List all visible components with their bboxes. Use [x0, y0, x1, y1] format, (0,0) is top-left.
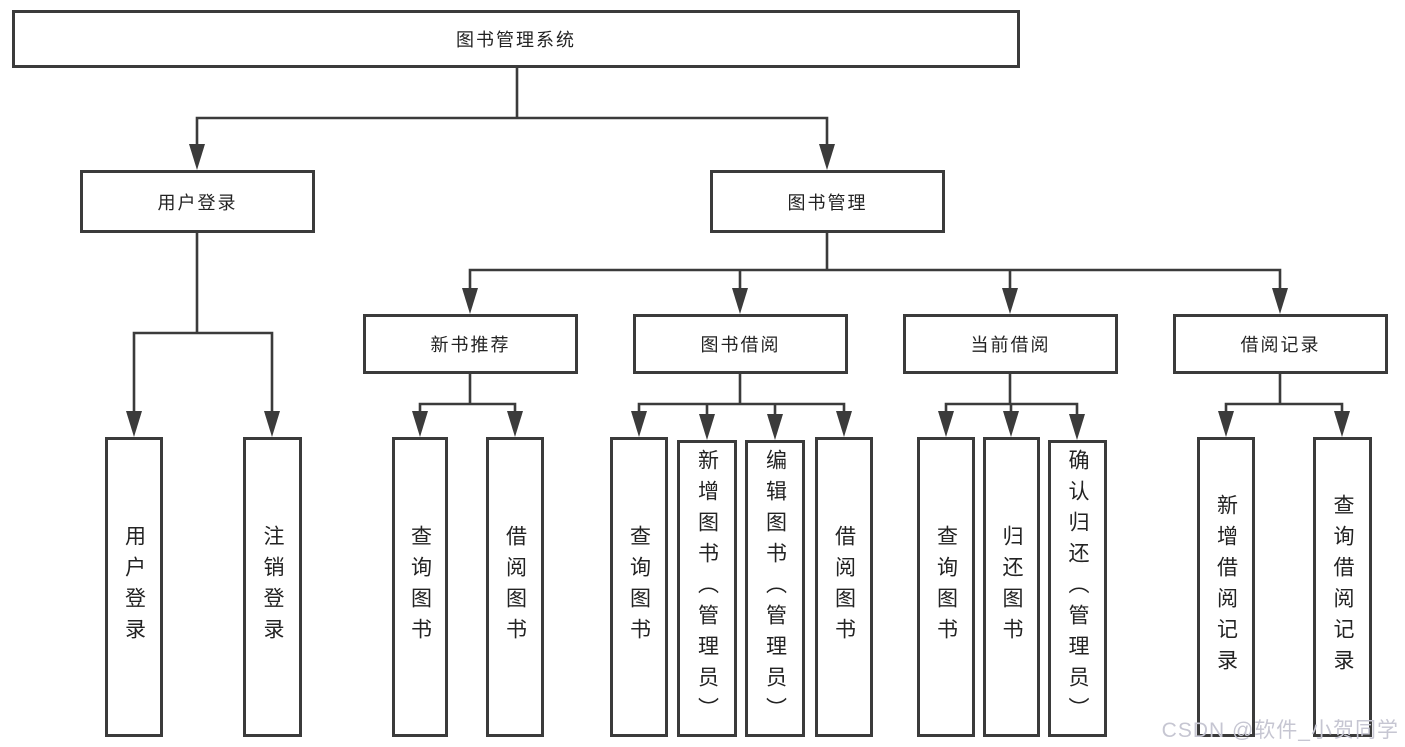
arrowhead — [126, 411, 142, 437]
arrowhead — [1002, 288, 1018, 314]
leaf-query-books-recommendation: 查询图书 — [392, 437, 448, 737]
node-label: 借阅记录 — [1240, 335, 1321, 355]
leaf-add-book-admin: 新增图书（管理员） — [677, 440, 737, 737]
connector-borrowing-records-children — [1224, 374, 1344, 424]
node-label: 确认归还（管理员） — [1066, 449, 1089, 728]
leaf-borrow-books-recommendation: 借阅图书 — [486, 437, 544, 737]
arrowhead — [836, 411, 852, 437]
node-label: 借阅图书 — [832, 525, 856, 649]
arrowhead — [699, 414, 715, 440]
node-label: 借阅图书 — [503, 525, 527, 649]
arrowhead — [462, 288, 478, 314]
arrowhead — [1003, 411, 1019, 437]
node-label: 查询图书 — [934, 525, 958, 649]
csdn-watermark: CSDN @软件_小贺同学 — [1161, 719, 1399, 742]
arrowhead — [507, 411, 523, 437]
node-label: 图书管理 — [787, 192, 868, 213]
arrowhead — [1218, 411, 1234, 437]
node-label: 归还图书 — [1000, 525, 1023, 649]
arrowhead — [264, 411, 280, 437]
node-library-management-system: 图书管理系统 — [12, 10, 1020, 68]
node-borrowing-records: 借阅记录 — [1173, 314, 1388, 374]
node-label: 用户登录 — [122, 525, 146, 649]
arrowhead — [1069, 414, 1085, 440]
connector-root-to-level2 — [195, 66, 829, 158]
connector-user-login-children — [132, 233, 274, 424]
leaf-query-books-current: 查询图书 — [917, 437, 975, 737]
node-label: 当前借阅 — [970, 335, 1051, 355]
leaf-query-books-borrowing: 查询图书 — [610, 437, 668, 737]
node-book-management: 图书管理 — [710, 170, 945, 233]
node-current-borrowing: 当前借阅 — [903, 314, 1118, 374]
connector-new-book-rec-children — [418, 374, 517, 424]
leaf-return-books: 归还图书 — [983, 437, 1040, 737]
node-label: 查询图书 — [408, 525, 432, 649]
node-label: 查询借阅记录 — [1331, 494, 1354, 680]
arrowhead — [631, 411, 647, 437]
leaf-confirm-return-admin: 确认归还（管理员） — [1048, 440, 1107, 737]
node-label: 编辑图书（管理员） — [763, 449, 787, 728]
connector-book-mgmt-children — [468, 233, 1282, 302]
arrowhead — [189, 144, 205, 170]
arrowhead — [1334, 411, 1350, 437]
leaf-add-borrow-record: 新增借阅记录 — [1197, 437, 1255, 737]
leaf-query-borrow-record: 查询借阅记录 — [1313, 437, 1372, 737]
node-label: 查询图书 — [627, 525, 651, 649]
connector-current-borrowing-children — [944, 374, 1079, 427]
arrowhead — [1272, 288, 1288, 314]
arrowhead — [732, 288, 748, 314]
node-new-book-recommendation: 新书推荐 — [363, 314, 578, 374]
node-label: 新增借阅记录 — [1214, 494, 1238, 680]
leaf-logout: 注销登录 — [243, 437, 302, 737]
node-user-login: 用户登录 — [80, 170, 315, 233]
arrowhead — [938, 411, 954, 437]
node-label: 新书推荐 — [430, 335, 511, 355]
leaf-edit-book-admin: 编辑图书（管理员） — [745, 440, 805, 737]
arrowhead — [819, 144, 835, 170]
node-label: 图书管理系统 — [456, 30, 576, 50]
node-label: 新增图书（管理员） — [695, 449, 719, 728]
node-label: 注销登录 — [261, 525, 284, 649]
leaf-borrow-books: 借阅图书 — [815, 437, 873, 737]
node-label: 用户登录 — [157, 192, 238, 213]
node-label: 图书借阅 — [700, 335, 781, 355]
connector-book-borrowing-children — [637, 374, 846, 427]
leaf-user-login: 用户登录 — [105, 437, 163, 737]
arrowhead — [412, 411, 428, 437]
arrowhead — [767, 414, 783, 440]
node-book-borrowing: 图书借阅 — [633, 314, 848, 374]
